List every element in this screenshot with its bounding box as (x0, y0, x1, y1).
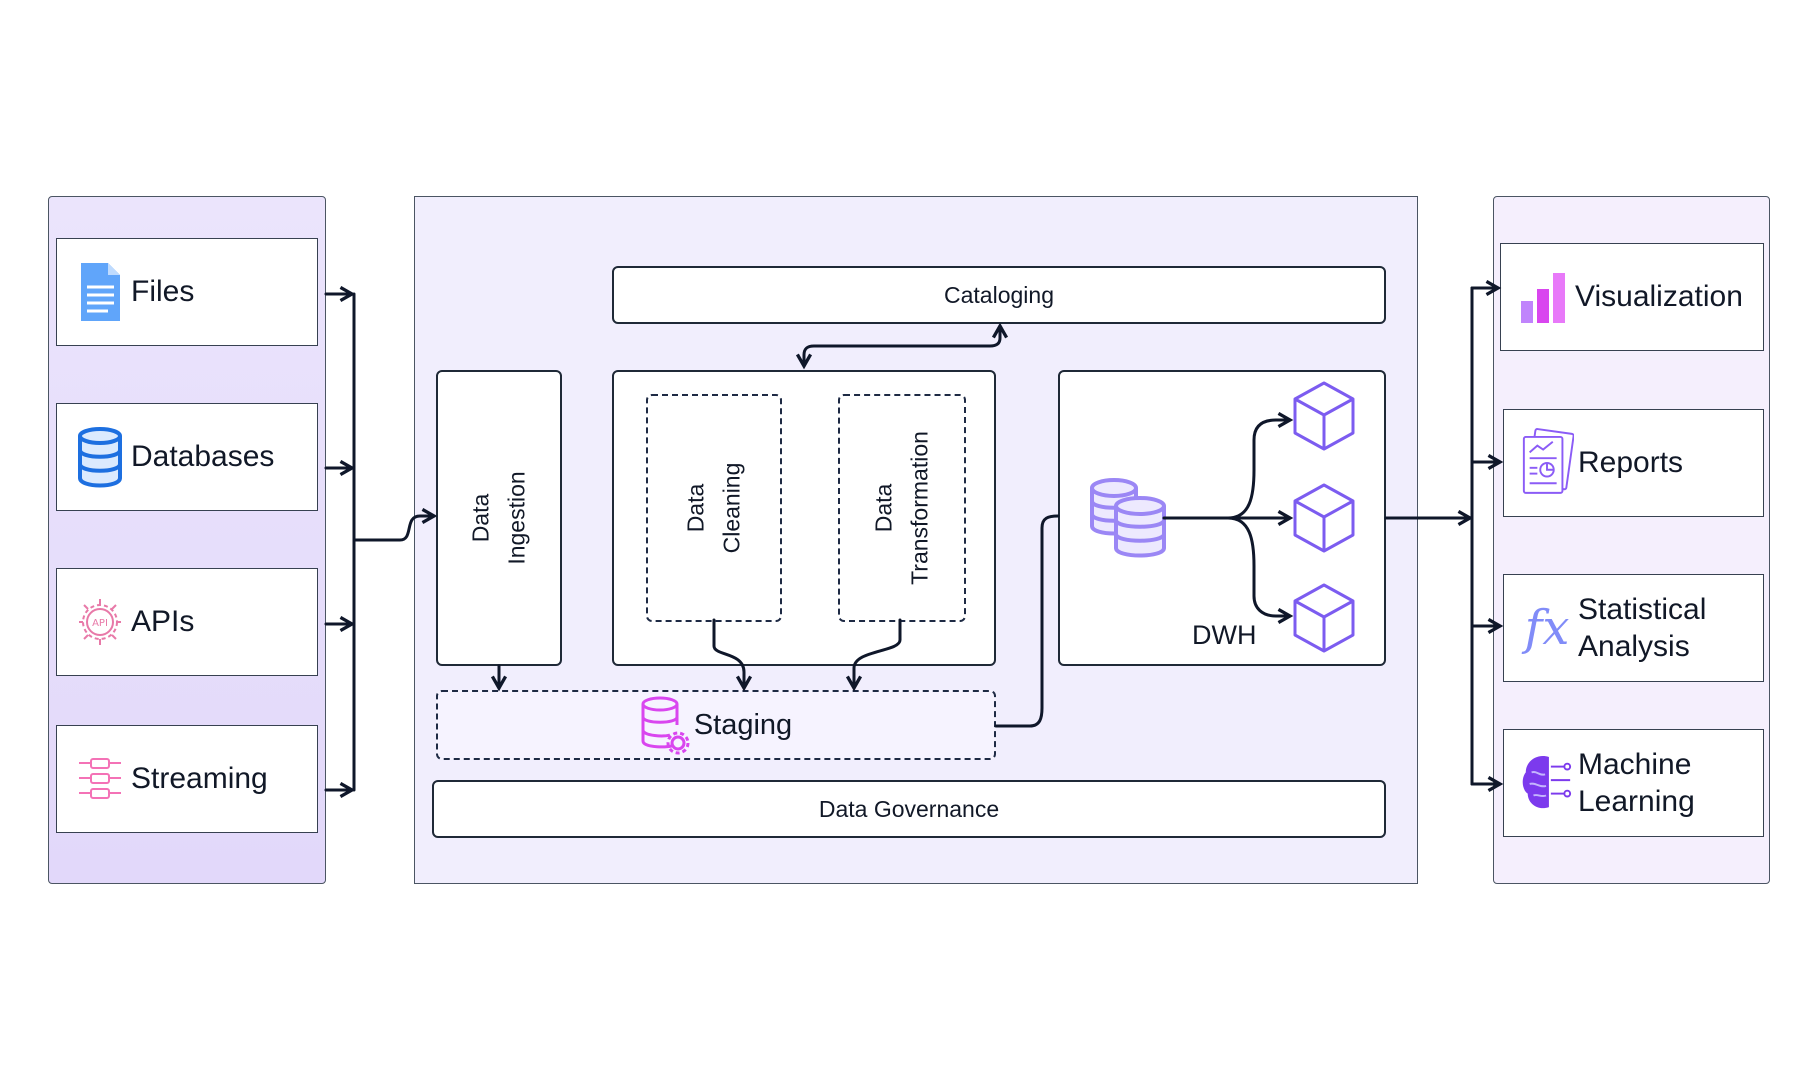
source-card-streaming: Streaming (56, 725, 318, 833)
source-card-databases: Databases (56, 403, 318, 511)
connector-dwh-cube-top (1226, 411, 1294, 520)
staging-content: Staging (438, 692, 994, 758)
consumer-label: Machine Learning (1578, 747, 1695, 819)
connector-dwh-cube-bottom (1226, 516, 1294, 625)
bar-chart-icon (1517, 265, 1571, 329)
file-document-icon (73, 260, 127, 324)
consumer-label: Statistical Analysis (1578, 592, 1707, 664)
connector-cataloging (795, 322, 1009, 370)
consumer-card-reports: Reports (1503, 409, 1764, 517)
staging-box: Staging (436, 690, 996, 760)
svg-text:API: API (92, 618, 108, 629)
streaming-icon (73, 747, 127, 811)
dwh-database-icon (1088, 476, 1168, 565)
cube-icon (1292, 582, 1356, 659)
api-icon: API (73, 590, 127, 654)
source-label: Databases (131, 440, 275, 474)
cube-icon (1292, 482, 1356, 559)
transformation-box: Data Transformation (838, 394, 966, 622)
source-label: APIs (131, 605, 195, 639)
consumer-card-visualization: Visualization (1500, 243, 1764, 351)
connector-transformation-staging (845, 618, 902, 692)
dwh-label: DWH (1192, 620, 1257, 650)
governance-box: Data Governance (432, 780, 1386, 838)
cataloging-label: Cataloging (944, 281, 1054, 308)
governance-label: Data Governance (818, 795, 1000, 822)
consumer-card-statistical-analysis: fx Statistical Analysis (1503, 574, 1764, 682)
source-label: Streaming (131, 762, 268, 796)
consumer-label: Reports (1578, 446, 1684, 480)
report-icon (1520, 428, 1574, 495)
fx-icon: fx (1524, 600, 1570, 656)
staging-label: Staging (693, 708, 793, 741)
cube-icon (1292, 380, 1356, 457)
source-card-apis: API APIs (56, 568, 318, 676)
processing-box: Data Cleaning Data Transformation (612, 370, 996, 666)
consumer-label: Visualization (1575, 280, 1743, 314)
connector-staging-dwh (994, 514, 1060, 728)
connector-cleaning-staging (712, 618, 753, 692)
connector-to-ingestion (352, 507, 438, 542)
consumer-card-machine-learning: Machine Learning (1503, 729, 1764, 837)
database-icon (73, 425, 127, 489)
source-label: Files (131, 275, 195, 309)
source-card-files: Files (56, 238, 318, 346)
brain-icon (1520, 751, 1574, 815)
staging-database-gear-icon (640, 695, 690, 755)
